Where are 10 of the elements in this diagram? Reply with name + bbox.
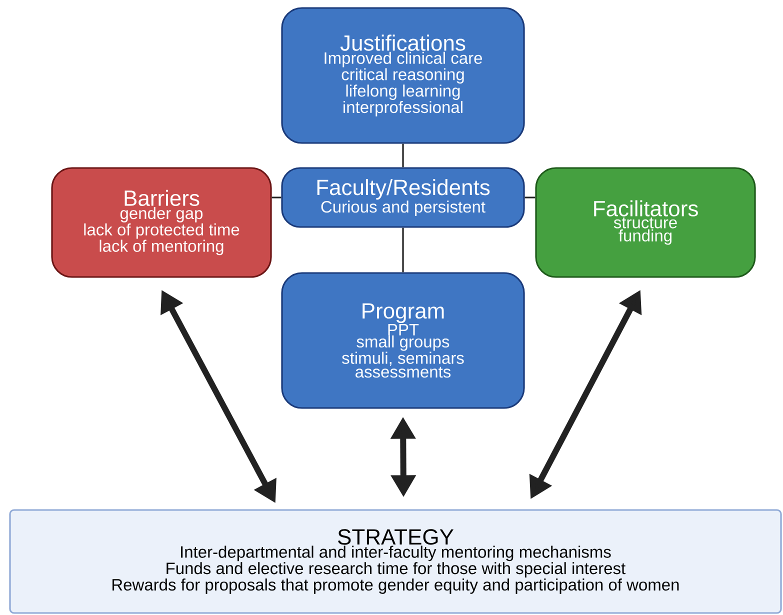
program-box: Program PPT small groups stimuli, seminars assessments bbox=[281, 272, 525, 409]
faculty-box: Faculty/Residents Curious and persistent bbox=[281, 167, 525, 228]
justifications-box: Justifications Improved clinical care critical reasoning lifelong learning interprofessional bbox=[281, 7, 525, 144]
connector-line bbox=[272, 196, 282, 198]
facilitators-box: Facilitators structure funding bbox=[535, 167, 756, 278]
barriers-box: Barriers gender gap lack of protected time lack of mentoring bbox=[51, 167, 272, 278]
connector-line bbox=[524, 196, 536, 198]
strategy-box: STRATEGY Inter-departmental and inter-faculty mentoring mechanisms Funds and elective research time for those with special interest Rewards for proposals that promote gender equity and participation of women bbox=[9, 509, 782, 614]
connector-line bbox=[402, 144, 404, 168]
connector-line bbox=[402, 228, 404, 272]
